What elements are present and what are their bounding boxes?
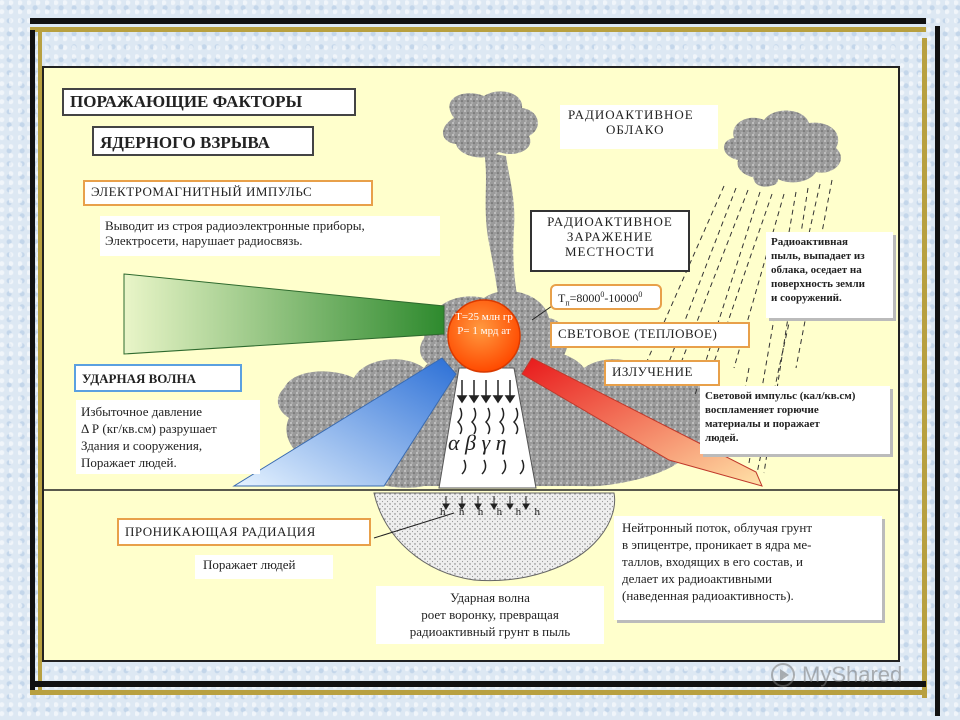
bottom-frame-bar bbox=[30, 681, 926, 687]
contamination-line2: ЗАРАЖЕНИЕ bbox=[566, 228, 654, 244]
left-frame-bar-gold bbox=[38, 30, 42, 690]
radiation-description: Поражает людей bbox=[195, 555, 333, 579]
shock-desc-line2-text: Р (кг/кв.см) разрушает bbox=[88, 421, 217, 436]
crater bbox=[373, 492, 616, 582]
contamination-label: РАДИОАКТИВНОЕ ЗАРАЖЕНИЕ МЕСТНОСТИ bbox=[530, 210, 690, 272]
emp-desc-line2: Электросети, нарушает радиосвязь. bbox=[105, 232, 303, 248]
shock-wave-title: УДАРНАЯ ВОЛНА bbox=[74, 364, 242, 392]
delta-symbol: Δ bbox=[81, 421, 89, 436]
crater-description: Ударная волна роет воронку, превращая ра… bbox=[376, 586, 604, 644]
shock-wave-description: Избыточное давление Δ Р (кг/кв.см) разру… bbox=[76, 400, 260, 474]
emp-title: ЭЛЕКТРОМАГНИТНЫЙ ИМПУЛЬС bbox=[83, 180, 373, 206]
bottom-frame-bar-gold bbox=[30, 690, 926, 695]
fireball bbox=[447, 299, 521, 373]
shock-desc-line1: Избыточное давление bbox=[81, 404, 203, 419]
small-cloud-puff bbox=[753, 171, 779, 187]
shock-wave-beam bbox=[232, 357, 457, 487]
title-line2: ЯДЕРНОГО ВЗРЫВА bbox=[92, 126, 314, 156]
shock-desc-line3: Здания и сооружения, bbox=[81, 438, 203, 453]
shock-desc-line4: Поражает людей. bbox=[81, 455, 177, 470]
mushroom-stem bbox=[484, 152, 522, 318]
neutron-line: в эпицентре, проникает в ядра ме- bbox=[622, 537, 812, 552]
fallout-line: пыль, выпадает из bbox=[771, 250, 865, 262]
light-title-line1: СВЕТОВОЕ (ТЕПЛОВОЕ) bbox=[550, 322, 750, 348]
neutron-letter: h bbox=[534, 506, 540, 518]
right-frame-bar-dark bbox=[935, 26, 940, 716]
neutron-letter: h bbox=[477, 506, 484, 518]
fallout-line: и сооружений. bbox=[771, 292, 842, 304]
temperature-from: =8000 bbox=[569, 291, 601, 305]
neutron-letters: h h h h h h bbox=[440, 506, 540, 519]
fireball-temperature: Т=25 млн гр bbox=[455, 311, 513, 323]
neutron-line: таллов, входящих в его состав, и bbox=[622, 554, 803, 569]
title-line1: ПОРАЖАЮЩИЕ ФАКТОРЫ bbox=[62, 88, 356, 116]
fallout-line: облака, оседает на bbox=[771, 264, 862, 276]
temperature-label: Тп=80000-100000 bbox=[550, 284, 662, 310]
emp-description: Выводит из строя радиоэлектронные прибор… bbox=[100, 216, 440, 256]
radiation-arrows bbox=[456, 380, 525, 475]
temperature-sub: п bbox=[565, 298, 570, 308]
fallout-line: Радиоактивная bbox=[771, 236, 848, 248]
explosion-illustration bbox=[44, 91, 898, 582]
emp-desc-line1: Выводит из строя радиоэлектронные прибор… bbox=[105, 218, 365, 233]
temperature-pointer bbox=[531, 305, 553, 321]
contamination-line3: МЕСТНОСТИ bbox=[564, 243, 656, 259]
mushroom-cap bbox=[442, 91, 538, 158]
neutron-line: Нейтронный поток, облучая грунт bbox=[622, 520, 813, 535]
watermark: MyShared bbox=[770, 660, 930, 690]
light-desc-line: материалы и поражает bbox=[705, 418, 820, 430]
contamination-line1: РАДИОАКТИВНОЕ bbox=[547, 214, 673, 229]
fireball-label: Т=25 млн гр Р= 1 мрд ат bbox=[448, 310, 520, 338]
radiation-pointer bbox=[373, 512, 455, 539]
crater-line: радиоактивный грунт в пыль bbox=[409, 624, 571, 639]
temperature-symbol: Т bbox=[558, 291, 566, 305]
crater-line: роет воронку, превращая bbox=[421, 607, 559, 622]
light-desc-line: Световой импульс (кал/кв.см) bbox=[705, 390, 856, 402]
shock-desc-line2: Δ Р (кг/кв.см) разрушает bbox=[81, 420, 255, 437]
neutron-line: делает их радиоактивными bbox=[622, 571, 772, 586]
cloud-line1: РАДИОАКТИВНОЕ bbox=[568, 107, 694, 122]
left-frame-bar bbox=[30, 30, 35, 690]
radiation-types-label: α β γ η bbox=[448, 430, 507, 455]
fireball-pressure: Р= 1 мрд ат bbox=[457, 325, 511, 337]
light-desc-line: воспламеняет горючие bbox=[705, 404, 819, 416]
degree-symbol: 0 bbox=[600, 290, 605, 299]
crater-line: Ударная волна bbox=[450, 590, 530, 605]
radioactive-cloud-graphic bbox=[723, 110, 841, 183]
neutron-letter: h bbox=[515, 506, 522, 518]
neutron-letter: h bbox=[496, 506, 503, 518]
cloud-line2: ОБЛАКО bbox=[606, 121, 665, 137]
radiation-title: ПРОНИКАЮЩАЯ РАДИАЦИЯ bbox=[117, 518, 371, 546]
neutron-arrows bbox=[442, 496, 530, 510]
radioactive-cloud-label: РАДИОАКТИВНОЕ ОБЛАКО bbox=[560, 105, 718, 149]
fallout-line: поверхность земли bbox=[771, 278, 865, 290]
top-frame-bar-gold bbox=[30, 27, 926, 32]
watermark-text: MyShared bbox=[802, 662, 903, 687]
neutron-description: Нейтронный поток, облучая грунт в эпицен… bbox=[614, 516, 882, 620]
neutron-letter: h bbox=[440, 506, 446, 518]
light-title-line2: ИЗЛУЧЕНИЕ bbox=[604, 360, 720, 386]
light-description: Световой импульс (кал/кв.см) воспламеняе… bbox=[700, 386, 890, 454]
fallout-description: Радиоактивная пыль, выпадает из облака, … bbox=[766, 232, 893, 318]
emp-beam bbox=[123, 273, 445, 355]
degree-symbol: 0 bbox=[638, 290, 643, 299]
diagram-panel: Т=25 млн гр Р= 1 мрд ат α β γ η h h h h … bbox=[42, 66, 900, 662]
temperature-to: -10000 bbox=[604, 291, 639, 305]
neutron-line: (наведенная радиоактивность). bbox=[622, 588, 794, 603]
neutron-letter: h bbox=[458, 506, 465, 518]
top-frame-bar bbox=[30, 18, 926, 24]
watermark-logo-icon bbox=[771, 663, 795, 687]
right-frame-bar bbox=[922, 38, 927, 698]
light-desc-line: людей. bbox=[705, 432, 739, 444]
